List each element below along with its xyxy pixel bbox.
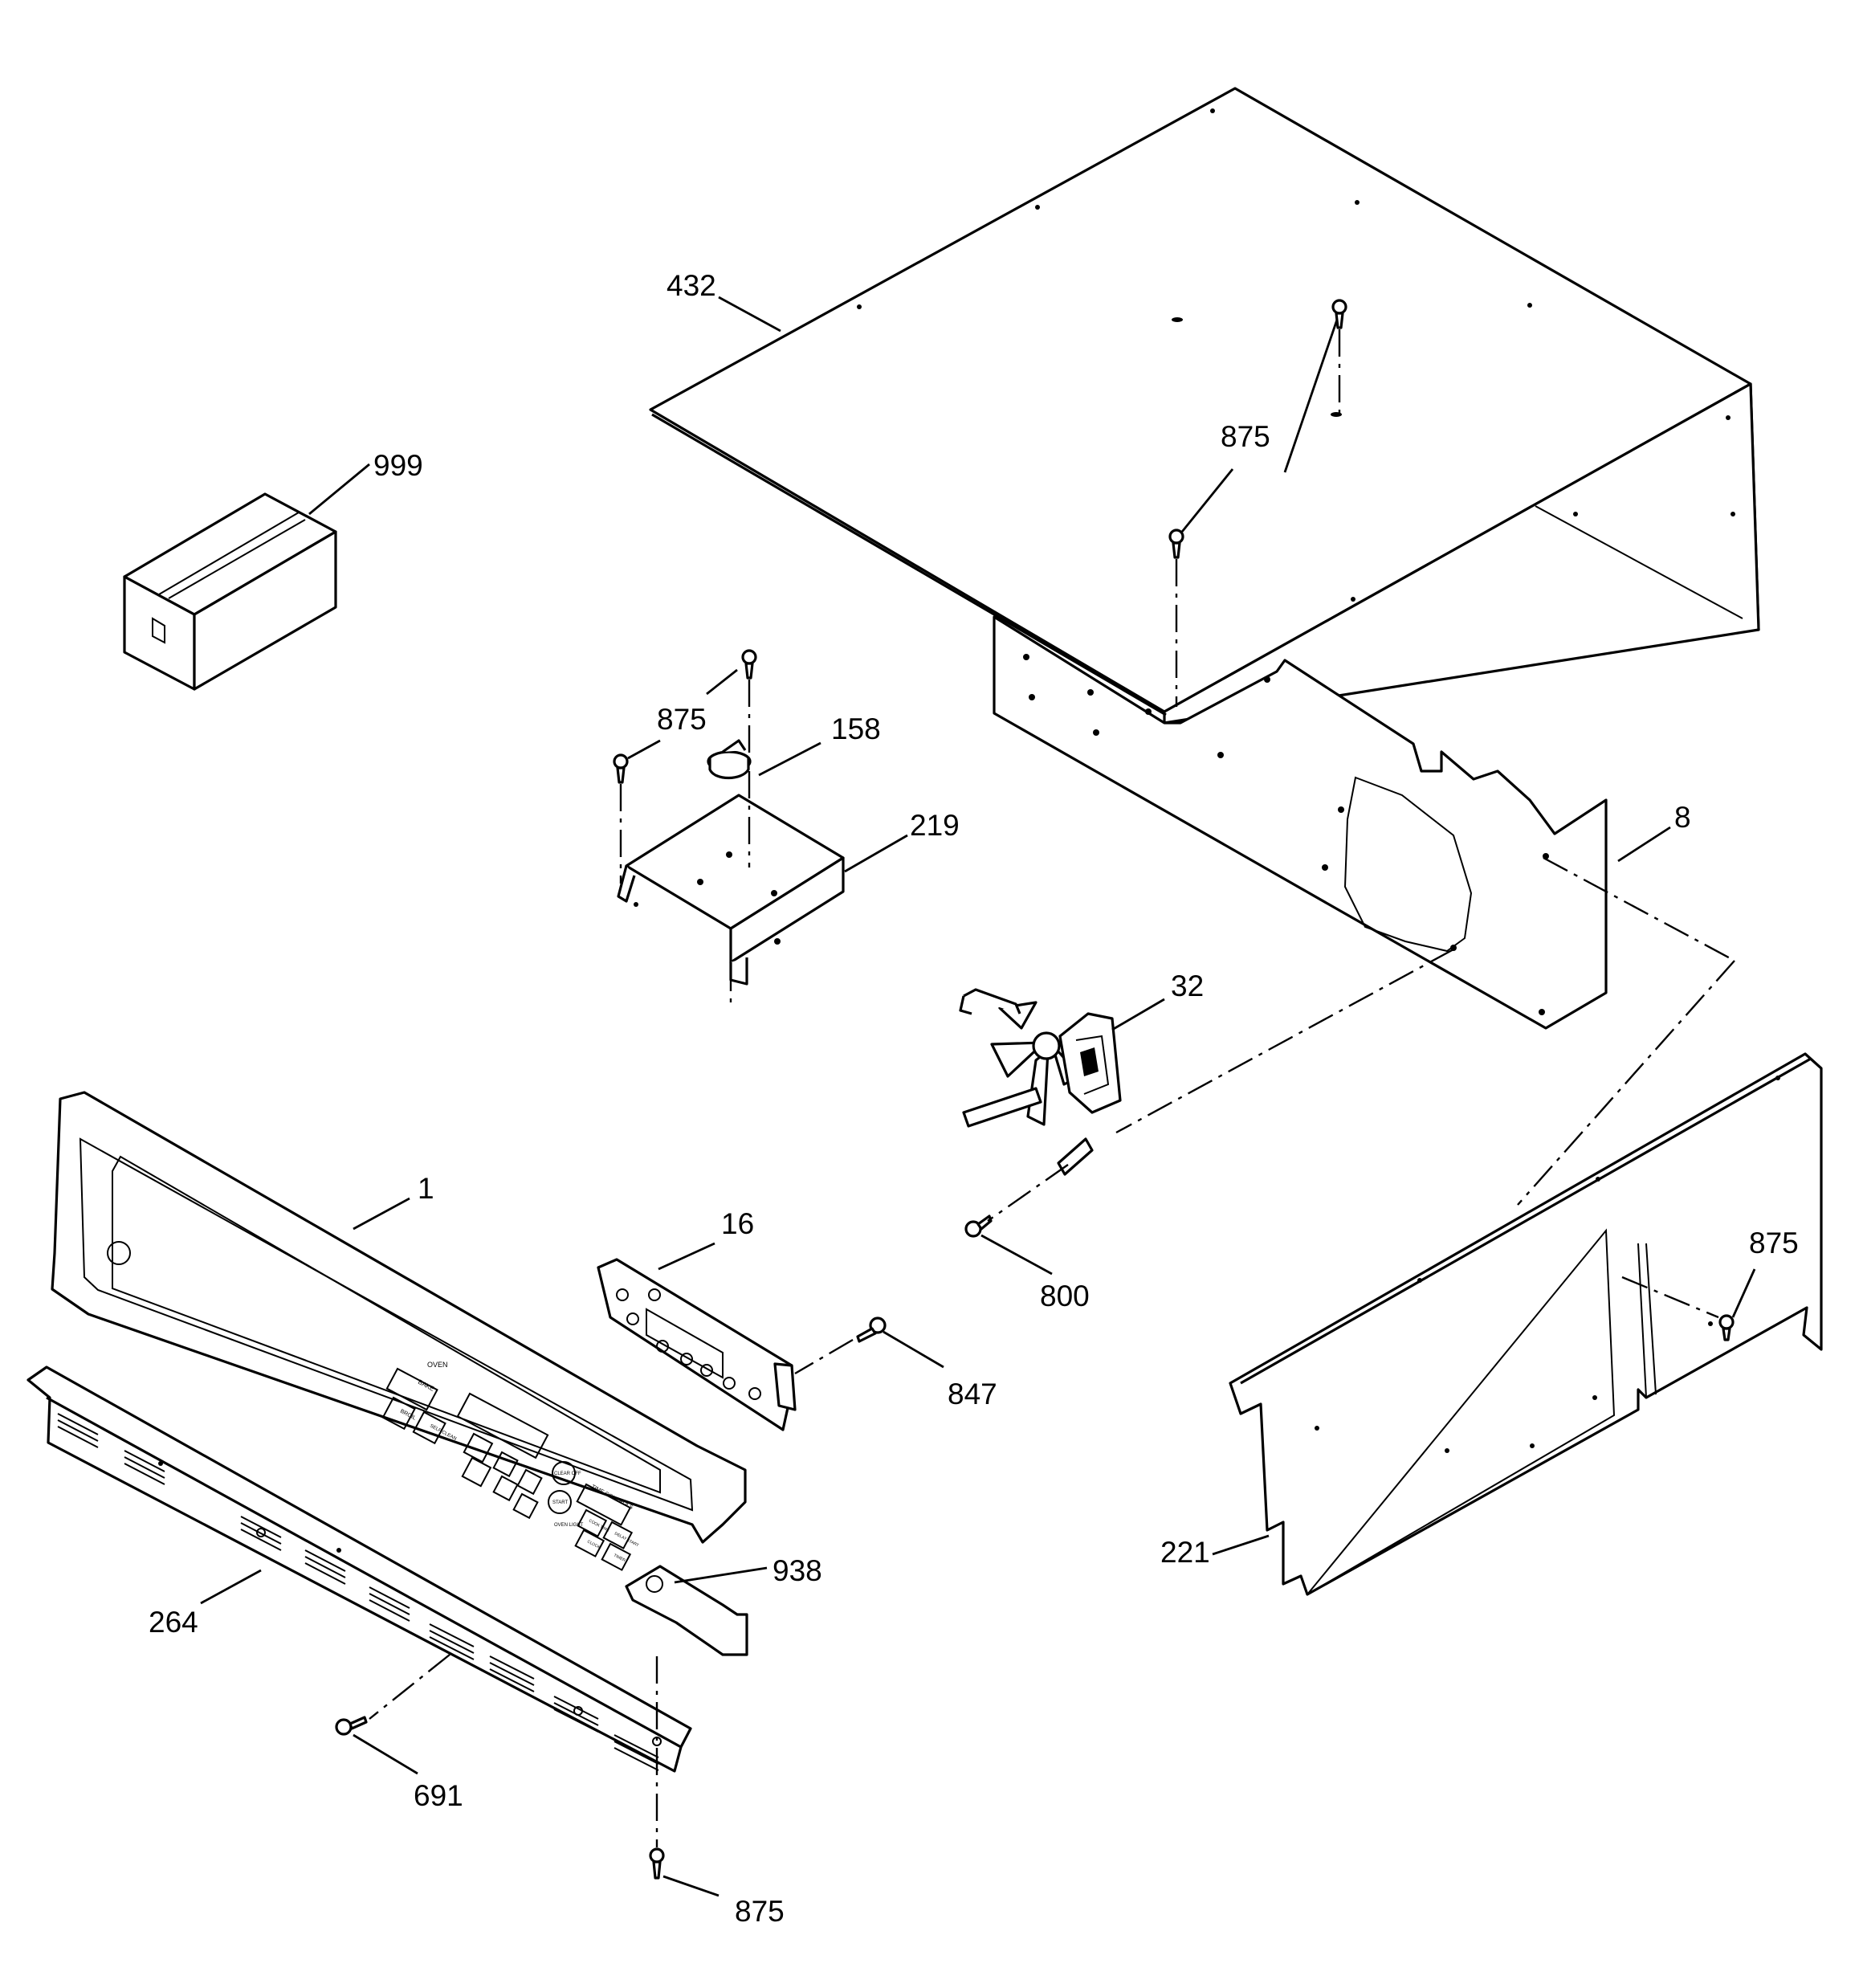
screw-691 — [335, 1716, 368, 1736]
callout-219: 219 — [910, 809, 960, 842]
callout-800: 800 — [1040, 1280, 1090, 1312]
leader-lines — [200, 296, 1756, 1897]
screw-875-top-a — [1331, 299, 1347, 329]
callout-labels: 432 999 875 875 158 219 8 32 1 16 800 87… — [149, 269, 1799, 1928]
control-board-part-16 — [597, 1258, 797, 1431]
callout-221: 221 — [1160, 1536, 1210, 1569]
legend-oven: OVEN — [427, 1361, 448, 1369]
screw-875-mid-a — [741, 649, 757, 680]
callout-847: 847 — [948, 1378, 997, 1410]
callout-16: 16 — [721, 1207, 754, 1240]
callout-938: 938 — [773, 1554, 822, 1587]
legend-clear-off: CLEAR OFF — [554, 1472, 581, 1476]
box-part-999 — [123, 492, 337, 691]
callout-999: 999 — [373, 449, 423, 482]
callout-32: 32 — [1171, 970, 1204, 1002]
screw-847 — [856, 1316, 887, 1343]
callout-691: 691 — [414, 1779, 463, 1812]
callout-1: 1 — [418, 1172, 434, 1205]
callout-875-mid: 875 — [657, 703, 707, 736]
thermostat-part-158 — [707, 739, 752, 779]
vent-trim-part-264 — [26, 1365, 692, 1773]
callout-875-bottom: 875 — [735, 1895, 785, 1928]
screw-800 — [964, 1214, 993, 1238]
callout-875-right: 875 — [1749, 1227, 1799, 1259]
screw-875-top-b — [1168, 529, 1184, 559]
legend-start: START — [552, 1500, 568, 1505]
fan-housing-part-8 — [993, 615, 1608, 1030]
control-panel-part-1 — [51, 1091, 747, 1571]
end-bracket-part-938 — [625, 1565, 748, 1656]
callout-875-top: 875 — [1221, 420, 1270, 453]
screw-875-mid-b — [613, 753, 629, 784]
fan-motor-part-32 — [959, 988, 1122, 1176]
callout-158: 158 — [831, 712, 881, 745]
screw-875-right — [1718, 1314, 1735, 1341]
legend-clock: CLOCK — [586, 1539, 601, 1550]
screw-875-bottom — [649, 1847, 665, 1880]
legend-timer: TIMER — [613, 1553, 626, 1563]
top-cover-part-432 — [649, 87, 1760, 725]
callout-8: 8 — [1674, 801, 1691, 834]
callout-264: 264 — [149, 1606, 198, 1639]
legend-oven-light: OVEN LIGHT — [554, 1523, 584, 1528]
side-panel-part-221 — [1229, 1052, 1823, 1596]
callout-432: 432 — [667, 269, 716, 302]
bracket-part-219 — [617, 794, 845, 986]
alignment-axes — [369, 329, 1735, 1847]
legend-cook-time: COOK TIME — [588, 1518, 610, 1533]
